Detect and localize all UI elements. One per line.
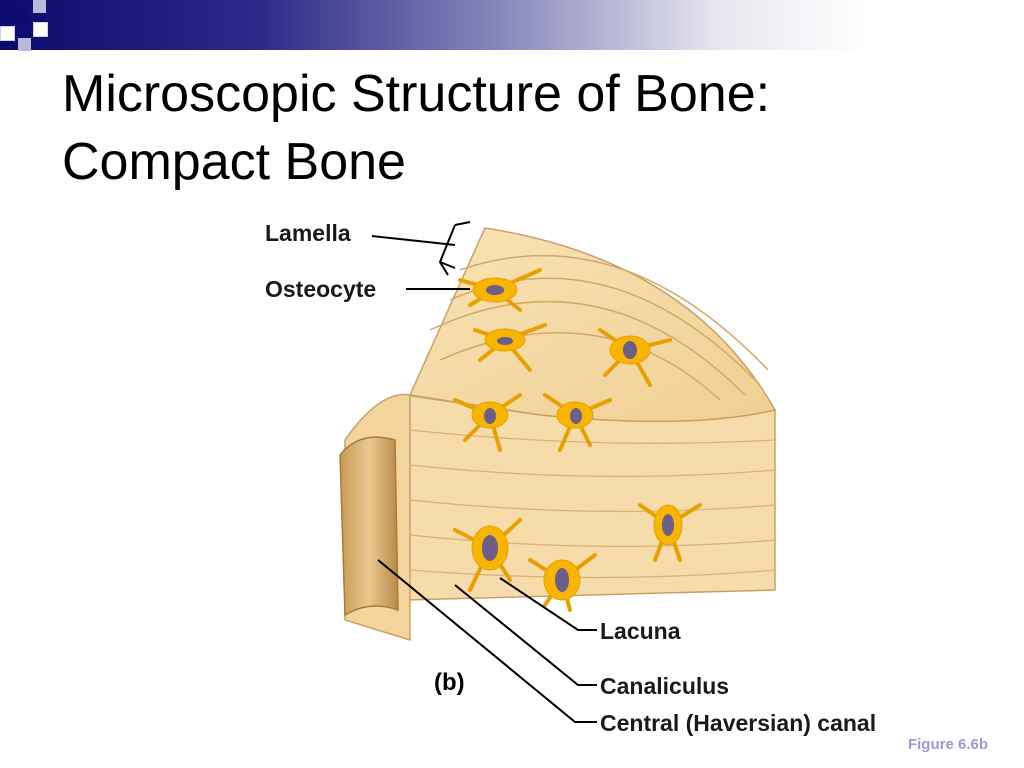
central-canal-shape [339, 436, 399, 617]
label-central-canal: Central (Haversian) canal [600, 710, 877, 736]
header-gradient-bar [0, 0, 1024, 50]
label-osteocyte: Osteocyte [265, 276, 377, 302]
label-lacuna: Lacuna [600, 618, 681, 644]
panel-label: (b) [434, 669, 465, 696]
figure-caption: Figure 6.6b [907, 736, 988, 753]
title-line-1: Microscopic Structure of Bone: [62, 65, 771, 123]
bone-top-surface [408, 227, 777, 423]
title-line-2: Compact Bone [62, 133, 406, 191]
bone-front-face [404, 394, 776, 601]
leader-lines [371, 221, 597, 723]
label-lamella: Lamella [265, 220, 351, 246]
lamellae-front [409, 429, 776, 579]
label-canaliculus: Canaliculus [600, 673, 730, 699]
lacunae-nuclei [482, 285, 674, 592]
slide-title: Microscopic Structure of Bone: Compact B… [62, 60, 770, 196]
